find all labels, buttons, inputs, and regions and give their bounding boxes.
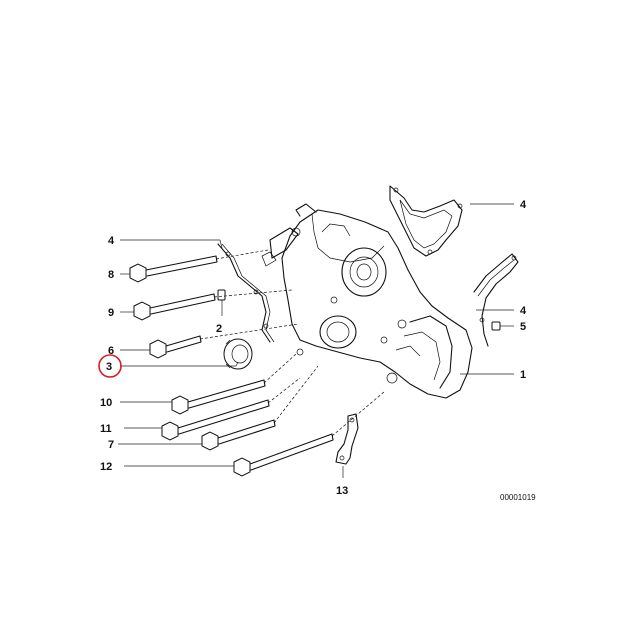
highlight-circle bbox=[98, 354, 122, 378]
callout-7: 7 bbox=[108, 439, 114, 451]
callout-4-left: 4 bbox=[108, 235, 115, 247]
callout-8: 8 bbox=[108, 269, 114, 281]
leader-lines bbox=[118, 203, 514, 478]
callout-10: 10 bbox=[100, 397, 112, 409]
dowel-pin-2 bbox=[217, 289, 226, 301]
callout-9: 9 bbox=[108, 307, 114, 319]
gasket-right bbox=[473, 253, 519, 347]
callout-4-top: 4 bbox=[520, 199, 527, 211]
bolt-10 bbox=[171, 379, 266, 415]
callout-11: 11 bbox=[100, 423, 112, 435]
gasket-left bbox=[217, 243, 275, 343]
callout-5: 5 bbox=[520, 321, 526, 333]
bolt-7 bbox=[201, 419, 276, 451]
drawing-code: 00001019 bbox=[500, 493, 536, 502]
bolt-12 bbox=[233, 433, 334, 477]
callout-1: 1 bbox=[520, 369, 526, 381]
callout-6: 6 bbox=[108, 345, 114, 357]
bracket-13 bbox=[335, 413, 359, 465]
callout-2: 2 bbox=[216, 323, 222, 335]
callout-13: 13 bbox=[336, 485, 348, 497]
gasket-top bbox=[389, 185, 463, 257]
callout-labels: 1 2 3 4 4 4 5 6 7 8 9 10 11 12 13 bbox=[100, 199, 527, 497]
dowel-pin-5 bbox=[491, 321, 501, 331]
bolt-8 bbox=[129, 255, 218, 283]
bolt-6 bbox=[149, 335, 202, 359]
callout-4-right: 4 bbox=[520, 305, 527, 317]
bolt-9 bbox=[133, 293, 216, 321]
callout-3: 3 bbox=[106, 361, 112, 373]
shaft-seal bbox=[223, 338, 253, 370]
timing-cover-housing bbox=[261, 203, 473, 399]
callout-12: 12 bbox=[100, 461, 112, 473]
